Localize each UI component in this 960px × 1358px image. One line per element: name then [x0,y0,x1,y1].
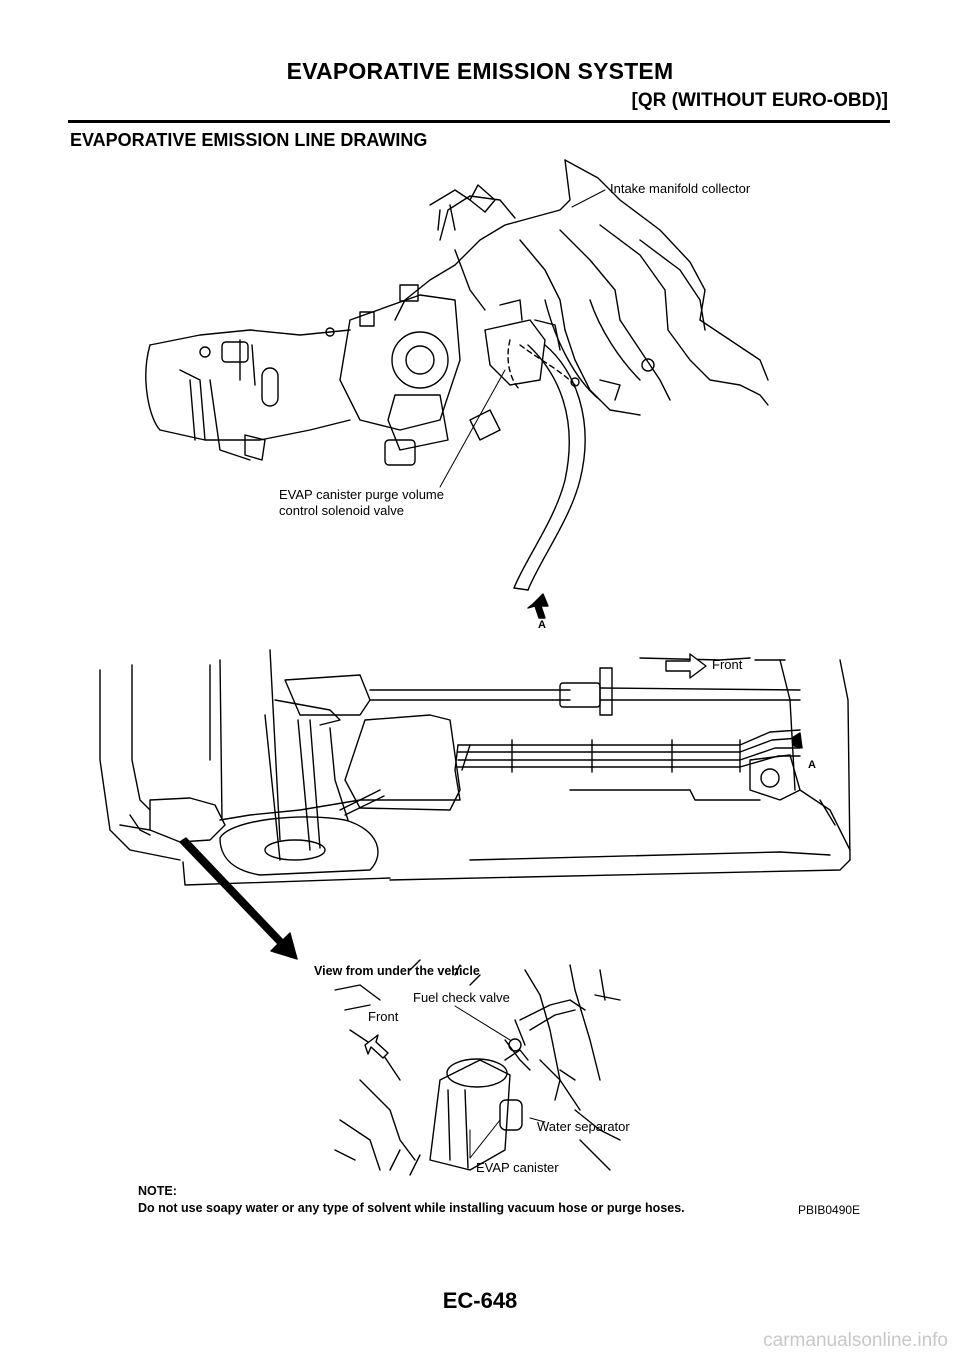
arrow-to-detail [179,837,298,960]
label-marker-a-mid: A [808,759,816,771]
label-view-under: View from under the vehicle [314,964,480,978]
intake-manifold-illustration [145,159,769,591]
note-heading: NOTE: [138,1184,177,1198]
label-front-top: Front [712,657,743,672]
label-marker-a-top: A [538,619,546,631]
label-water-separator: Water separator [537,1119,630,1134]
label-intake-manifold: Intake manifold collector [610,181,751,196]
page-header-title: EVAPORATIVE EMISSION SYSTEM [286,58,674,84]
label-fuel-check-valve: Fuel check valve [413,990,510,1005]
arrow-a-top [527,593,549,619]
label-evap-canister: EVAP canister [476,1160,559,1175]
section-title: EVAPORATIVE EMISSION LINE DRAWING [70,130,428,150]
label-purge-valve-1: EVAP canister purge volume [279,487,444,502]
figure-id: PBIB0490E [798,1203,861,1217]
note-text: Do not use soapy water or any type of so… [138,1201,685,1215]
header-rule [68,120,890,123]
underbody-illustration [99,649,851,886]
watermark: carmanualsonline.info [763,1330,948,1351]
canister-detail-illustration [334,959,621,1176]
page-number: EC-648 [442,1288,518,1313]
page-header-subtitle: [QR (WITHOUT EURO-OBD)] [631,90,888,111]
label-purge-valve-2: control solenoid valve [279,503,404,518]
label-front-bottom: Front [368,1009,399,1024]
note-block: NOTE: Do not use soapy water or any type… [138,1183,685,1217]
